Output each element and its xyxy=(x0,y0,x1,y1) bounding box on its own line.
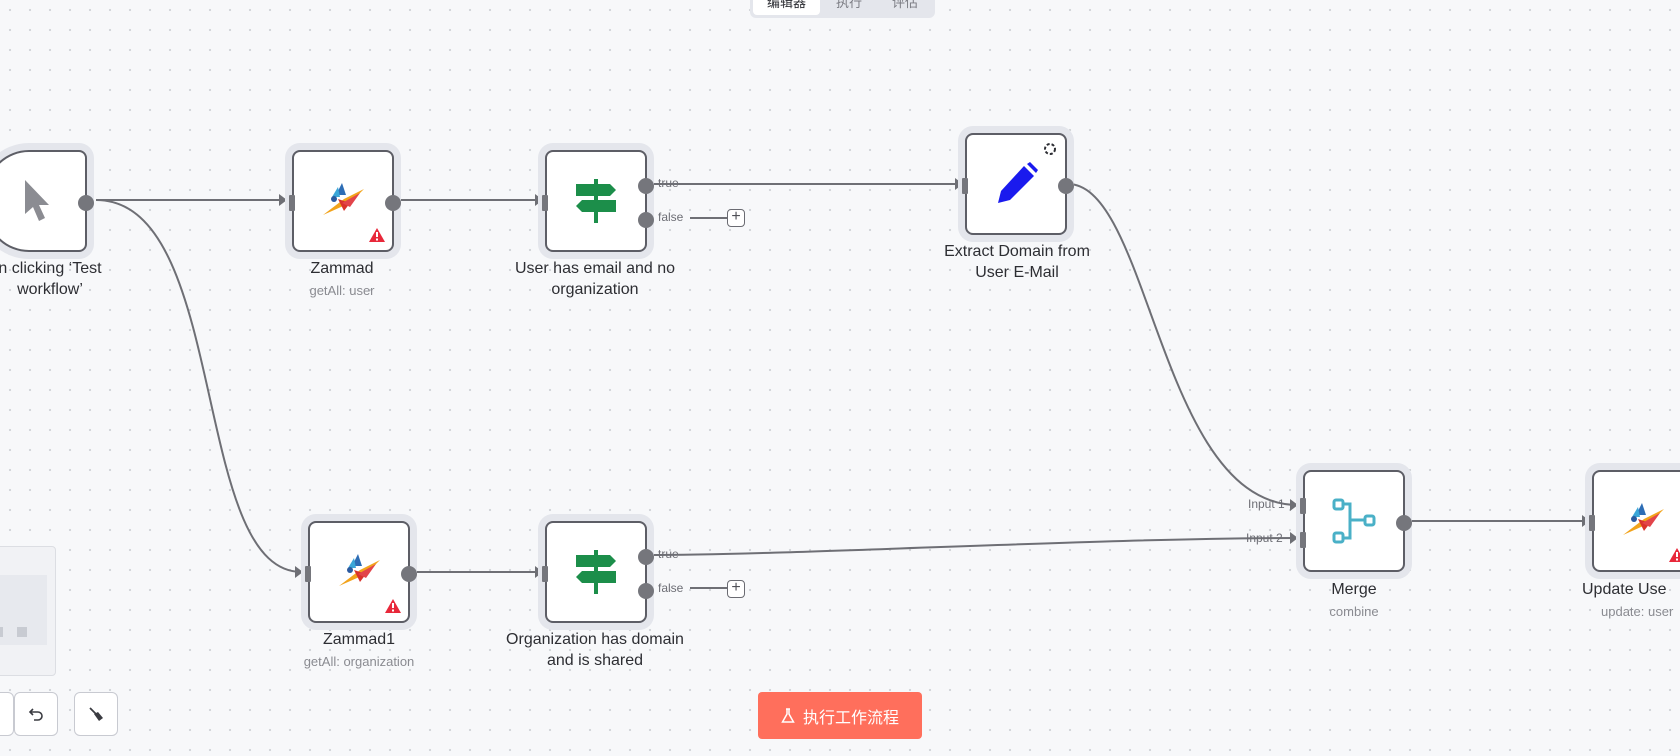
undo-button[interactable] xyxy=(14,692,58,736)
input-2-label: Input 2 xyxy=(1246,531,1283,545)
edge-true2-merge xyxy=(645,537,1299,556)
input-handle[interactable] xyxy=(289,195,295,211)
input-handle[interactable] xyxy=(542,566,548,582)
node-label-if-email: User has email and no organization xyxy=(514,260,676,298)
node-label-zammad: Zammad xyxy=(310,260,374,277)
output-handle[interactable] xyxy=(1058,178,1074,194)
node-if-user-email[interactable] xyxy=(542,150,654,252)
undo-icon xyxy=(28,708,43,721)
edge-label-false: false xyxy=(658,210,684,224)
pencil-icon xyxy=(998,162,1038,203)
node-label-if-org: Organization has domain and is shared xyxy=(506,631,684,669)
node-zammad1[interactable] xyxy=(305,521,417,623)
node-extract-domain[interactable] xyxy=(962,133,1074,235)
execute-workflow-label: 执行工作流程 xyxy=(802,709,899,727)
false-output-handle[interactable] xyxy=(638,212,654,228)
clean-canvas-button[interactable] xyxy=(74,692,118,736)
input-handle[interactable] xyxy=(1589,515,1595,531)
zammad-bird-icon xyxy=(339,554,380,586)
true-output-handle[interactable] xyxy=(638,549,654,565)
add-node-button[interactable]: + xyxy=(727,209,745,227)
execute-workflow-button[interactable]: 执行工作流程 xyxy=(758,692,922,739)
node-label-merge: Merge xyxy=(1331,581,1377,598)
warning-icon[interactable] xyxy=(1668,547,1680,563)
output-handle[interactable] xyxy=(1396,515,1412,531)
input-2-handle[interactable] xyxy=(1300,532,1306,548)
input-handle[interactable] xyxy=(962,178,968,194)
flask-icon xyxy=(781,707,795,723)
node-label-trigger: n clicking ‘Test workflow’ xyxy=(0,260,102,298)
node-manual-trigger[interactable] xyxy=(0,150,94,252)
input-handle[interactable] xyxy=(542,195,548,211)
tab-executions[interactable]: 执行 xyxy=(836,0,863,10)
tab-evaluations[interactable]: 评估 xyxy=(892,0,919,10)
signpost-icon xyxy=(576,179,616,223)
edge-label-true: true xyxy=(658,176,679,190)
input-1-handle[interactable] xyxy=(1300,498,1306,514)
minimap-node xyxy=(0,627,3,637)
minimap[interactable] xyxy=(0,546,56,676)
tab-editor[interactable]: 编辑器 xyxy=(753,0,821,15)
output-handle[interactable] xyxy=(401,566,417,582)
node-if-organization[interactable] xyxy=(542,521,654,623)
add-node-button[interactable]: + xyxy=(727,580,745,598)
cursor-pointer-icon xyxy=(25,180,49,221)
edge-extract-merge xyxy=(1067,183,1299,506)
warning-icon[interactable] xyxy=(368,227,386,243)
node-label-update: Update Use xyxy=(1582,581,1667,598)
broom-icon xyxy=(89,707,103,721)
node-merge[interactable] xyxy=(1300,470,1412,572)
merge-icon xyxy=(1332,498,1376,544)
minimap-node xyxy=(17,627,27,637)
output-handle[interactable] xyxy=(385,195,401,211)
edge-trigger-zammad1 xyxy=(95,199,304,574)
node-sub-update: update: user xyxy=(1601,604,1674,619)
zammad-bird-icon xyxy=(323,183,364,215)
loading-spinner-icon xyxy=(1044,143,1056,155)
warning-icon[interactable] xyxy=(384,598,402,614)
signpost-icon xyxy=(576,550,616,594)
zammad-bird-icon xyxy=(1623,503,1664,535)
node-label-zammad1: Zammad1 xyxy=(322,631,396,648)
zoom-button[interactable] xyxy=(0,692,14,736)
edge-label-true: true xyxy=(658,547,679,561)
node-label-extract: Extract Domain from User E-Mail xyxy=(944,243,1090,281)
view-tabs: 编辑器 执行 评估 xyxy=(750,0,936,18)
node-sub-zammad1: getAll: organization xyxy=(303,654,415,669)
output-handle[interactable] xyxy=(78,195,94,211)
input-handle[interactable] xyxy=(305,566,311,582)
edge-label-false: false xyxy=(658,581,684,595)
node-update-user[interactable] xyxy=(1589,470,1680,572)
false-output-handle[interactable] xyxy=(638,583,654,599)
node-sub-zammad: getAll: user xyxy=(309,283,375,298)
input-1-label: Input 1 xyxy=(1248,497,1285,511)
node-zammad[interactable] xyxy=(289,150,401,252)
true-output-handle[interactable] xyxy=(638,178,654,194)
node-sub-merge: combine xyxy=(1329,604,1379,619)
